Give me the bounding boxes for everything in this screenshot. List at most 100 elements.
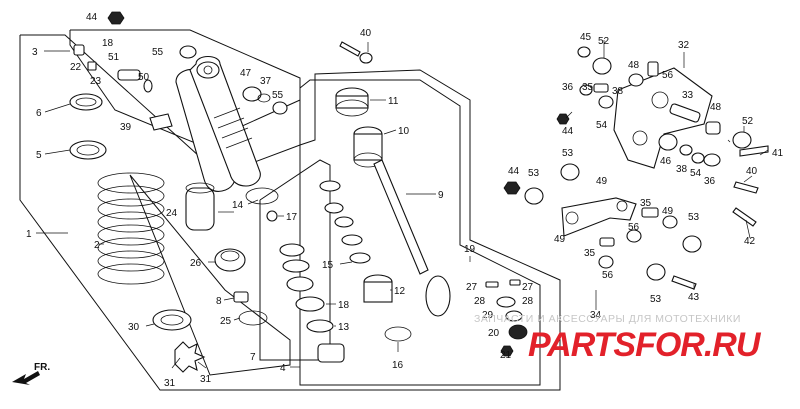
- piston-rod-9: [373, 159, 451, 317]
- callout-28a: 28: [474, 296, 486, 307]
- spring-lock-nut: [69, 140, 107, 160]
- oring-37: [257, 93, 271, 103]
- bearing-56-bottom: [598, 255, 614, 269]
- bump-rubber-24: [185, 182, 215, 231]
- seal-36-left: [579, 84, 593, 96]
- callout-16: 16: [392, 360, 404, 371]
- nut-45: [577, 46, 591, 58]
- bolt-40-top: [339, 41, 373, 64]
- watermark-tagline: ЗАПЧАСТИ И АКСЕССУАРЫ ДЛЯ МОТОТЕХНИКИ: [474, 313, 741, 325]
- dust-seal-11: [335, 87, 369, 117]
- connecting-rod-49: [561, 197, 637, 237]
- valve-22: [73, 44, 85, 56]
- washer-stack-15: [319, 180, 371, 264]
- bump-stop-10: [353, 126, 383, 168]
- callout-52b: 52: [742, 116, 754, 127]
- callout-34: 34: [590, 310, 602, 321]
- leader-lines: [36, 40, 769, 369]
- bolt-43: [671, 275, 697, 290]
- circlip-25: [238, 310, 268, 326]
- callout-45: 45: [580, 32, 592, 43]
- spring-seat-26: [214, 248, 246, 272]
- callout-26: 26: [190, 258, 202, 269]
- callout-5: 5: [36, 150, 42, 161]
- callout-2: 2: [94, 240, 100, 251]
- front-direction-marker: FR.: [12, 362, 50, 385]
- washer-38-mid: [679, 144, 693, 156]
- callout-12: 12: [394, 286, 406, 297]
- callout-38b: 38: [676, 164, 688, 175]
- collar-35-low: [599, 237, 615, 247]
- callout-48a: 48: [628, 60, 640, 71]
- seal-16: [384, 326, 412, 342]
- callout-1: 1: [26, 229, 32, 240]
- callout-53c: 53: [688, 212, 700, 223]
- spacer-56-top: [647, 61, 659, 77]
- collar-53-bottom: [646, 263, 666, 281]
- shock-arm-32: [613, 67, 713, 169]
- collar-53-top: [524, 187, 544, 205]
- rubber-stack-4: [279, 243, 345, 363]
- callout-40b: 40: [746, 166, 758, 177]
- callout-17: 17: [286, 212, 298, 223]
- seal-20: [508, 324, 528, 340]
- bolt-27-left: [485, 281, 499, 288]
- callout-44a: 44: [86, 12, 98, 23]
- callout-14: 14: [232, 200, 244, 211]
- callout-9: 9: [438, 190, 444, 201]
- callout-29: 29: [482, 310, 494, 321]
- callout-28b: 28: [522, 296, 534, 307]
- oring-14: [245, 187, 279, 205]
- callout-47: 47: [240, 68, 252, 79]
- adjuster-50: [117, 69, 153, 93]
- callout-31b: 31: [200, 374, 212, 385]
- callout-24: 24: [166, 208, 178, 219]
- callout-4: 4: [280, 363, 286, 374]
- callout-44c: 44: [508, 166, 520, 177]
- bolt-23: [87, 61, 97, 71]
- callout-7: 7: [250, 352, 256, 363]
- nut-21: [500, 345, 514, 357]
- callout-39: 39: [120, 122, 132, 133]
- callout-48b: 48: [710, 102, 722, 113]
- bolt-42: [732, 207, 757, 227]
- callout-38a: 38: [612, 86, 624, 97]
- callout-21: 21: [500, 350, 512, 361]
- seal-36-right: [703, 153, 721, 167]
- nut-8: [233, 291, 249, 303]
- nut-44-mid: [503, 181, 521, 195]
- damper-rod-stack: [279, 87, 451, 363]
- frame-assembly-7: [129, 174, 291, 376]
- callout-32: 32: [678, 40, 690, 51]
- callout-50: 50: [138, 72, 150, 83]
- callout-56b: 56: [628, 222, 640, 233]
- callout-53b: 53: [528, 168, 540, 179]
- frame-assembly-4: [259, 159, 331, 361]
- shock-body-group: [175, 55, 279, 326]
- nut-44-link: [556, 113, 570, 125]
- seal-46: [658, 133, 678, 151]
- frame-assembly-9: [299, 79, 541, 386]
- callout-49a: 49: [596, 176, 608, 187]
- seal-52-right: [732, 131, 752, 149]
- callout-46: 46: [660, 156, 672, 167]
- callout-54a: 54: [596, 120, 608, 131]
- callout-35b: 35: [640, 198, 652, 209]
- callout-31a: 31: [164, 378, 176, 389]
- bearing-48-top: [628, 73, 644, 87]
- direction-label: FR.: [34, 362, 50, 373]
- washer-17: [266, 210, 278, 222]
- callout-49b: 49: [662, 206, 674, 217]
- callout-20: 20: [488, 328, 500, 339]
- frame-assembly-3: [69, 29, 301, 146]
- stopper-clip: [174, 341, 206, 373]
- callout-25: 25: [220, 316, 232, 327]
- callout-44b: 44: [562, 126, 574, 137]
- callout-42: 42: [744, 236, 756, 247]
- callout-37: 37: [260, 76, 272, 87]
- callout-27b: 27: [522, 282, 534, 293]
- collar-53-left: [560, 163, 580, 181]
- callout-36a: 36: [562, 82, 574, 93]
- damper-spring: [97, 172, 165, 285]
